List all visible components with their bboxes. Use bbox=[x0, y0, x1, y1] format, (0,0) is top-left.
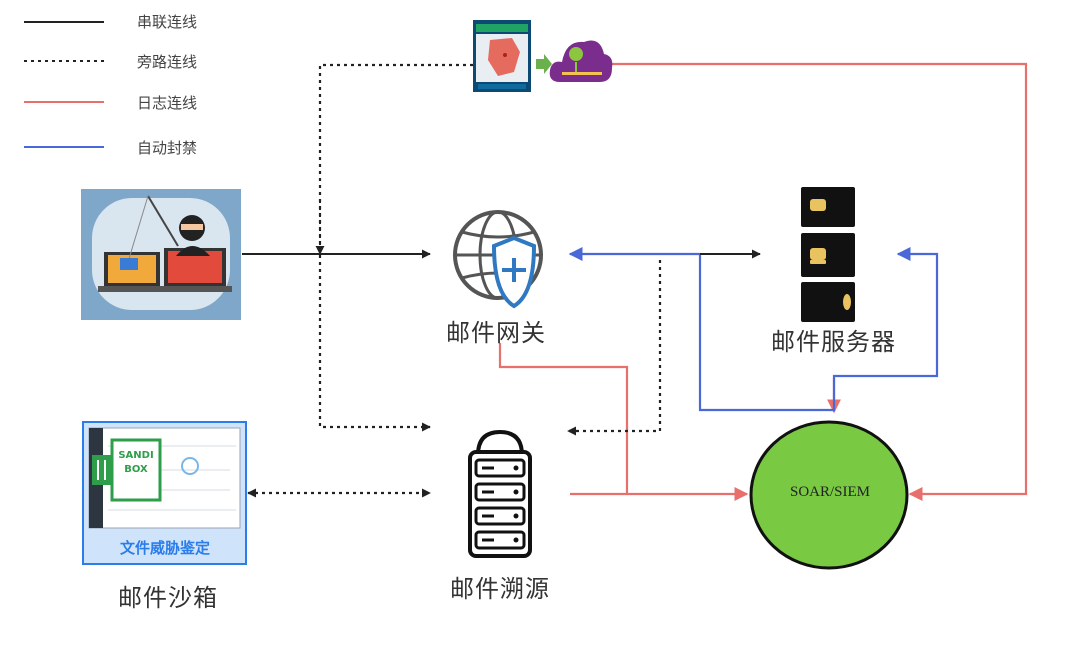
bypass-intel-to-trace bbox=[318, 63, 473, 432]
phishing-attack-icon bbox=[81, 189, 241, 320]
bypass-gateway-to-trace bbox=[567, 260, 662, 436]
legend-bypass-label: 旁路连线 bbox=[137, 53, 198, 71]
mail-gateway-label: 邮件网关 bbox=[446, 319, 546, 347]
legend-serial-label: 串联连线 bbox=[137, 13, 198, 31]
shield-globe-icon bbox=[453, 210, 543, 309]
threat-intel-map-icon bbox=[473, 20, 531, 92]
log-cloud-to-soar bbox=[612, 62, 1028, 501]
server-rack-icon bbox=[468, 429, 532, 558]
sandbox-screenshot-icon: SANDI BOX bbox=[82, 421, 247, 565]
cloud-center-icon bbox=[549, 40, 613, 82]
mail-server-label: 邮件服务器 bbox=[771, 328, 896, 356]
block-to-gateway bbox=[698, 247, 939, 412]
svg-text:SANDI: SANDI bbox=[118, 450, 153, 461]
legend-block-label: 自动封禁 bbox=[137, 139, 198, 157]
mail-trace-label: 邮件溯源 bbox=[450, 575, 550, 603]
legend-log-label: 日志连线 bbox=[137, 94, 198, 112]
soar-siem-node bbox=[749, 420, 909, 570]
soar-siem-label: SOAR/SIEM bbox=[789, 484, 871, 500]
sandbox-caption: 文件威胁鉴定 bbox=[119, 539, 210, 557]
svg-text:BOX: BOX bbox=[124, 464, 148, 475]
green-arrow-icon bbox=[536, 54, 552, 74]
server-icon bbox=[801, 187, 855, 322]
mail-sandbox-label: 邮件沙箱 bbox=[118, 584, 218, 612]
